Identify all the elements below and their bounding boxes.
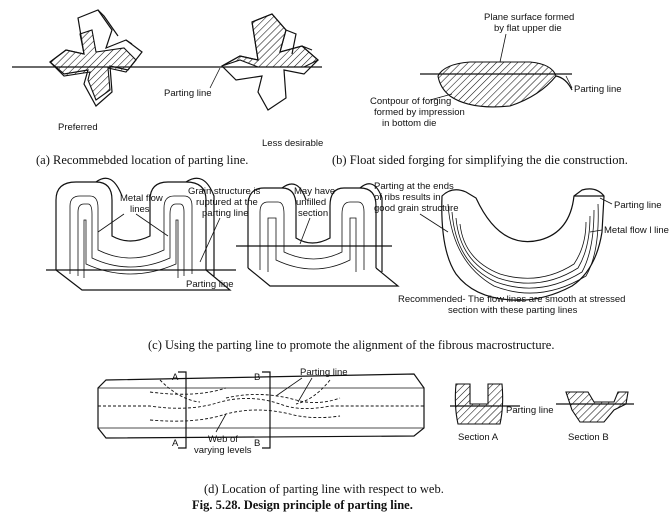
section-b-label: Section B xyxy=(568,432,609,443)
panel-a-parting-line-label: Parting line xyxy=(164,88,212,99)
section-a-top-label: A xyxy=(172,372,179,383)
contour-label-3: in bottom die xyxy=(382,118,436,129)
u-forging-left xyxy=(55,177,232,291)
grain-label-2: ruptured at the xyxy=(196,197,258,208)
caption-a: (a) Recommebded location of parting line… xyxy=(36,153,248,167)
u-forging-right xyxy=(441,188,605,301)
contour-label-2: formed by impression xyxy=(374,107,465,118)
caption-c: (c) Using the parting line to promote th… xyxy=(148,338,554,352)
recommended-label-1: Recommended- The flow lines are smooth a… xyxy=(398,294,625,305)
ends-label-3: good grain structure xyxy=(374,203,459,214)
section-a-label: Section A xyxy=(458,432,499,443)
metal-flow-label-right: Metal flow l line xyxy=(604,225,669,236)
plane-surface-label-1: Plane surface formed xyxy=(484,12,574,23)
grain-label-1: Grain structure is xyxy=(188,186,261,197)
section-a-profile xyxy=(454,383,504,425)
float-sided-forging xyxy=(437,61,557,108)
caption-b: (b) Float sided forging for simplifying … xyxy=(332,153,628,167)
ends-label-2: of ribs results in xyxy=(374,192,441,203)
section-a-bottom-label: A xyxy=(172,438,179,449)
web-label-2: varying levels xyxy=(194,445,252,456)
unfilled-label-3: section xyxy=(298,208,328,219)
metal-flow-label-1: Metal flow xyxy=(120,193,163,204)
panel-c-parting-line-label-left: Parting line xyxy=(186,279,234,290)
less-desirable-cross xyxy=(221,13,319,111)
grain-label-3: parting line xyxy=(202,208,248,219)
ends-label-1: Parting at the ends xyxy=(374,181,454,192)
section-b-bottom-label: B xyxy=(254,438,260,449)
preferred-label: Preferred xyxy=(58,122,98,133)
unfilled-label-1: May have xyxy=(294,186,335,197)
section-b-top-label: B xyxy=(254,372,260,383)
unfilled-label-2: unfilled xyxy=(296,197,326,208)
metal-flow-label-2: lines xyxy=(130,204,150,215)
panel-c-parting-line-label-right: Parting line xyxy=(614,200,662,211)
panel-c: Metal flow lines Grain structure is rupt… xyxy=(46,177,669,352)
plane-surface-label-2: by flat upper die xyxy=(494,23,562,34)
contour-label-1: Contpour of forging xyxy=(370,96,451,107)
panel-d-parting-line-label: Parting line xyxy=(300,367,348,378)
section-b-profile xyxy=(565,391,629,423)
caption-d: (d) Location of parting line with respec… xyxy=(204,482,444,496)
panel-b: Plane surface formed by flat upper die P… xyxy=(332,12,628,167)
panel-a: Preferred Less desirable Parting line (a… xyxy=(12,9,323,167)
panel-b-parting-line-label: Parting line xyxy=(574,84,622,95)
less-desirable-label: Less desirable xyxy=(262,138,323,149)
preferred-cross xyxy=(49,9,143,107)
u-forging-middle xyxy=(247,183,400,287)
recommended-label-2: section with these parting lines xyxy=(448,305,578,316)
forged-bar xyxy=(97,373,425,439)
web-label-1: Web of xyxy=(208,434,238,445)
figure-title: Fig. 5.28. Design principle of parting l… xyxy=(192,498,413,512)
section-parting-line-label: Parting line xyxy=(506,405,554,416)
panel-d: A B A B Parting line Web of varying leve… xyxy=(97,367,634,496)
